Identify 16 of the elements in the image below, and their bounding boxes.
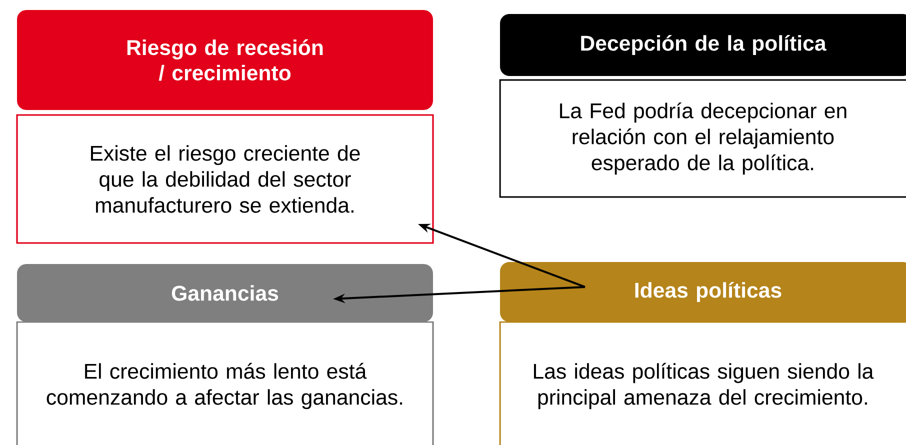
- node-label: Existe el riesgo creciente de que la debilidad del sector manufacturero se extienda.: [91, 145, 360, 213]
- text-box: [16, 114, 434, 244]
- header-box: [500, 14, 906, 76]
- node-label: Riesgo de recesión / crecimiento: [127, 39, 323, 81]
- header-box: [17, 10, 433, 110]
- node-label: Decepción de la política: [581, 34, 826, 56]
- node-label: Ideas políticas: [635, 282, 782, 302]
- text-box: [16, 321, 434, 445]
- node-label: Ganancias: [172, 285, 278, 301]
- text-box: [499, 321, 906, 445]
- text-box: [499, 79, 906, 198]
- header-box: [17, 264, 433, 322]
- node-label: El crecimiento más lento está comenzando a afectar las ganancias.: [46, 362, 402, 410]
- node-label: La Fed podría decepcionar en relación con el relajamiento esperado de la política.: [560, 102, 846, 175]
- header-box: [500, 262, 906, 322]
- node-label: Las ideas políticas siguen siendo la principal amenaza del crecimiento.: [534, 362, 874, 410]
